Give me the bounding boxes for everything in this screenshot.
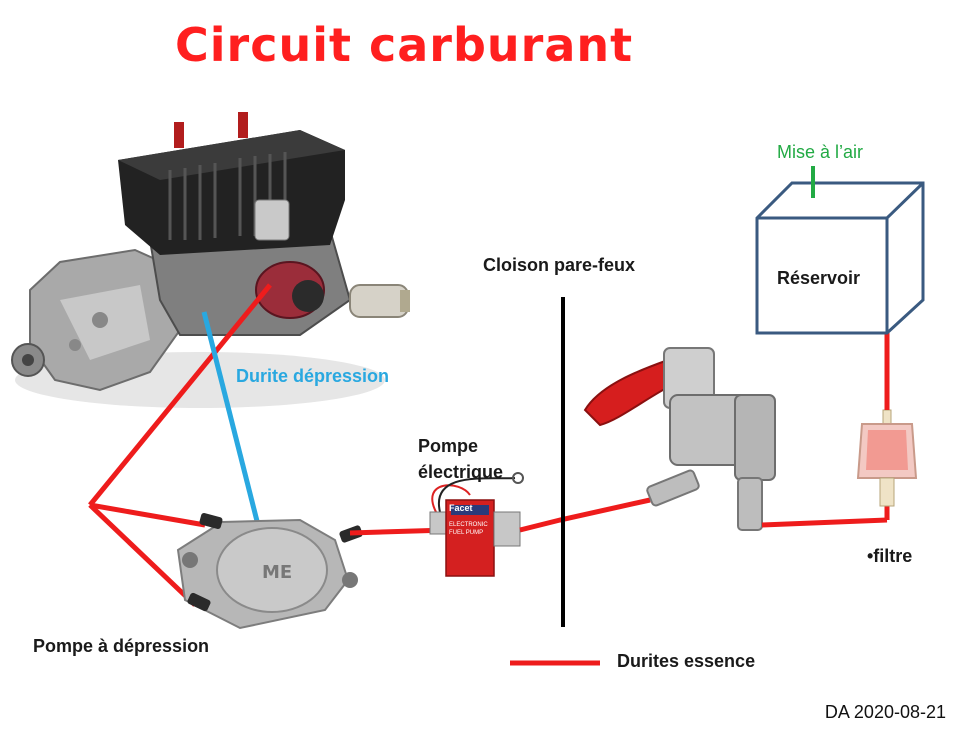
fuel-valve-icon [583, 347, 776, 531]
engine-icon [11, 112, 410, 408]
page-title: Circuit carburant [175, 18, 634, 72]
firewall-label: Cloison pare-feux [483, 255, 636, 275]
vent-label: Mise à l’air [777, 142, 864, 162]
pump-text-2: FUEL PUMP [449, 530, 484, 536]
fuel-filter-icon [856, 409, 918, 507]
date-stamp: DA 2020-08-21 [824, 702, 946, 722]
filter-label: •filtre [867, 546, 913, 566]
reservoir-label: Réservoir [777, 268, 861, 288]
vacuum-line-label: Durite dépression [236, 366, 390, 386]
svg-text:ME: ME [262, 562, 292, 583]
tank-icon [755, 166, 925, 335]
electric-pump-label-2: électrique [418, 462, 504, 482]
electric-pump-icon [429, 472, 524, 577]
electric-pump-label-1: Pompe [418, 436, 479, 456]
vacuum-pump-icon: ME [176, 513, 363, 630]
legend-label: Durites essence [617, 651, 756, 671]
pump-brand: Facet [449, 503, 473, 513]
vacuum-pump-label: Pompe à dépression [33, 636, 210, 656]
pump-text-1: ELECTRONIC [449, 522, 488, 528]
